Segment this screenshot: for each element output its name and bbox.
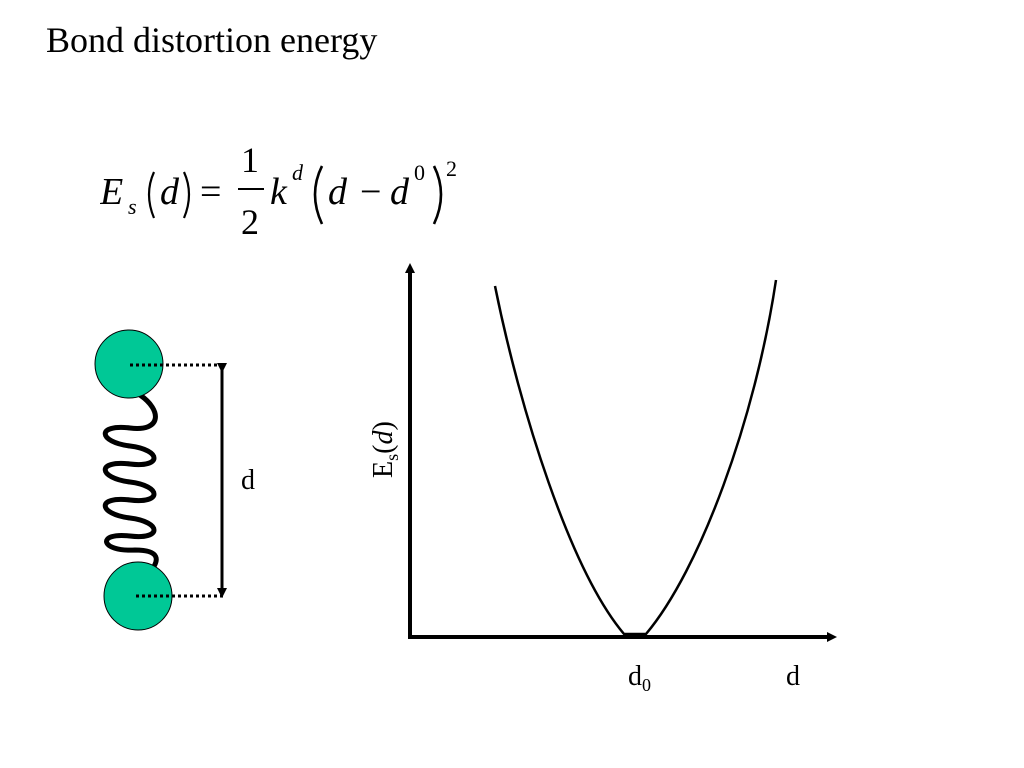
eq-energy-symbol: E [100,171,123,213]
y-axis-label-open-paren: ( [368,445,399,454]
eq-exponent: 2 [446,156,457,181]
equilibrium-label-main: d [628,661,642,692]
bond-energy-equation: E s d = 1 2 k d d − d 0 2 [100,142,457,242]
equilibrium-distance-label: d0 [628,661,651,695]
svg-text:Es(d): Es(d) [368,421,402,478]
bond-length-label: d [241,465,255,496]
eq-paren-right-2 [432,165,443,225]
eq-equals: = [200,171,221,213]
eq-paren-right-1 [182,171,191,219]
x-axis-label: d [786,661,800,692]
atom-top [94,329,164,399]
y-axis-label-sub: s [382,454,402,461]
eq-variable-d: d [160,171,180,213]
y-axis-label-close-paren: ) [368,421,399,430]
y-axis-label-main: E [368,461,399,478]
eq-d-reference-sup: 0 [414,160,425,185]
eq-denominator: 2 [241,202,259,242]
eq-d-current: d [328,171,348,213]
eq-spring-constant-sup: d [292,160,304,185]
eq-paren-left-1 [147,171,156,219]
y-axis-label-arg: d [368,430,399,445]
eq-spring-constant: k [270,171,288,213]
spring-coil [102,392,159,575]
y-axis-label: Es(d) [368,421,402,478]
eq-d-reference: d [390,171,410,213]
eq-minus: − [360,171,381,213]
eq-energy-subscript: s [128,194,137,219]
equilibrium-label-sub: 0 [642,675,651,695]
eq-paren-left-2 [313,165,324,225]
energy-curve [493,279,778,636]
eq-numerator: 1 [241,142,259,180]
energy-plot: Es(d) d0 d [368,263,837,695]
slide-title: Bond distortion energy [46,20,378,60]
spring-model: d [94,329,255,631]
